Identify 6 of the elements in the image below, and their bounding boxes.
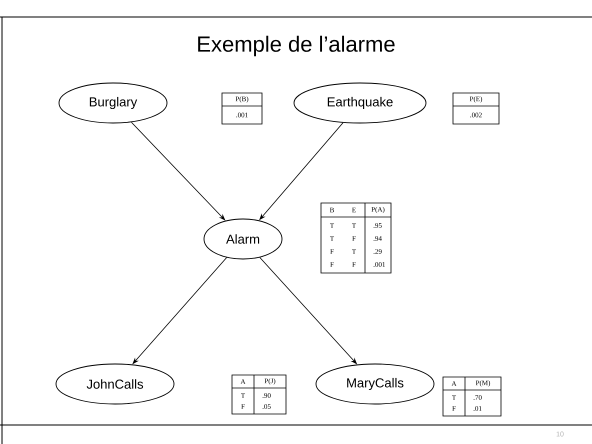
title: Exemple de l’alarme xyxy=(198,36,395,56)
ellipse-node: Earthquake xyxy=(294,82,426,124)
ellipse-node: MaryCalls xyxy=(316,364,434,404)
ellipse-node: Burglary xyxy=(58,82,168,124)
ellipse-node: Alarm xyxy=(204,218,282,260)
ellipse-node: JohnCalls xyxy=(56,364,174,404)
